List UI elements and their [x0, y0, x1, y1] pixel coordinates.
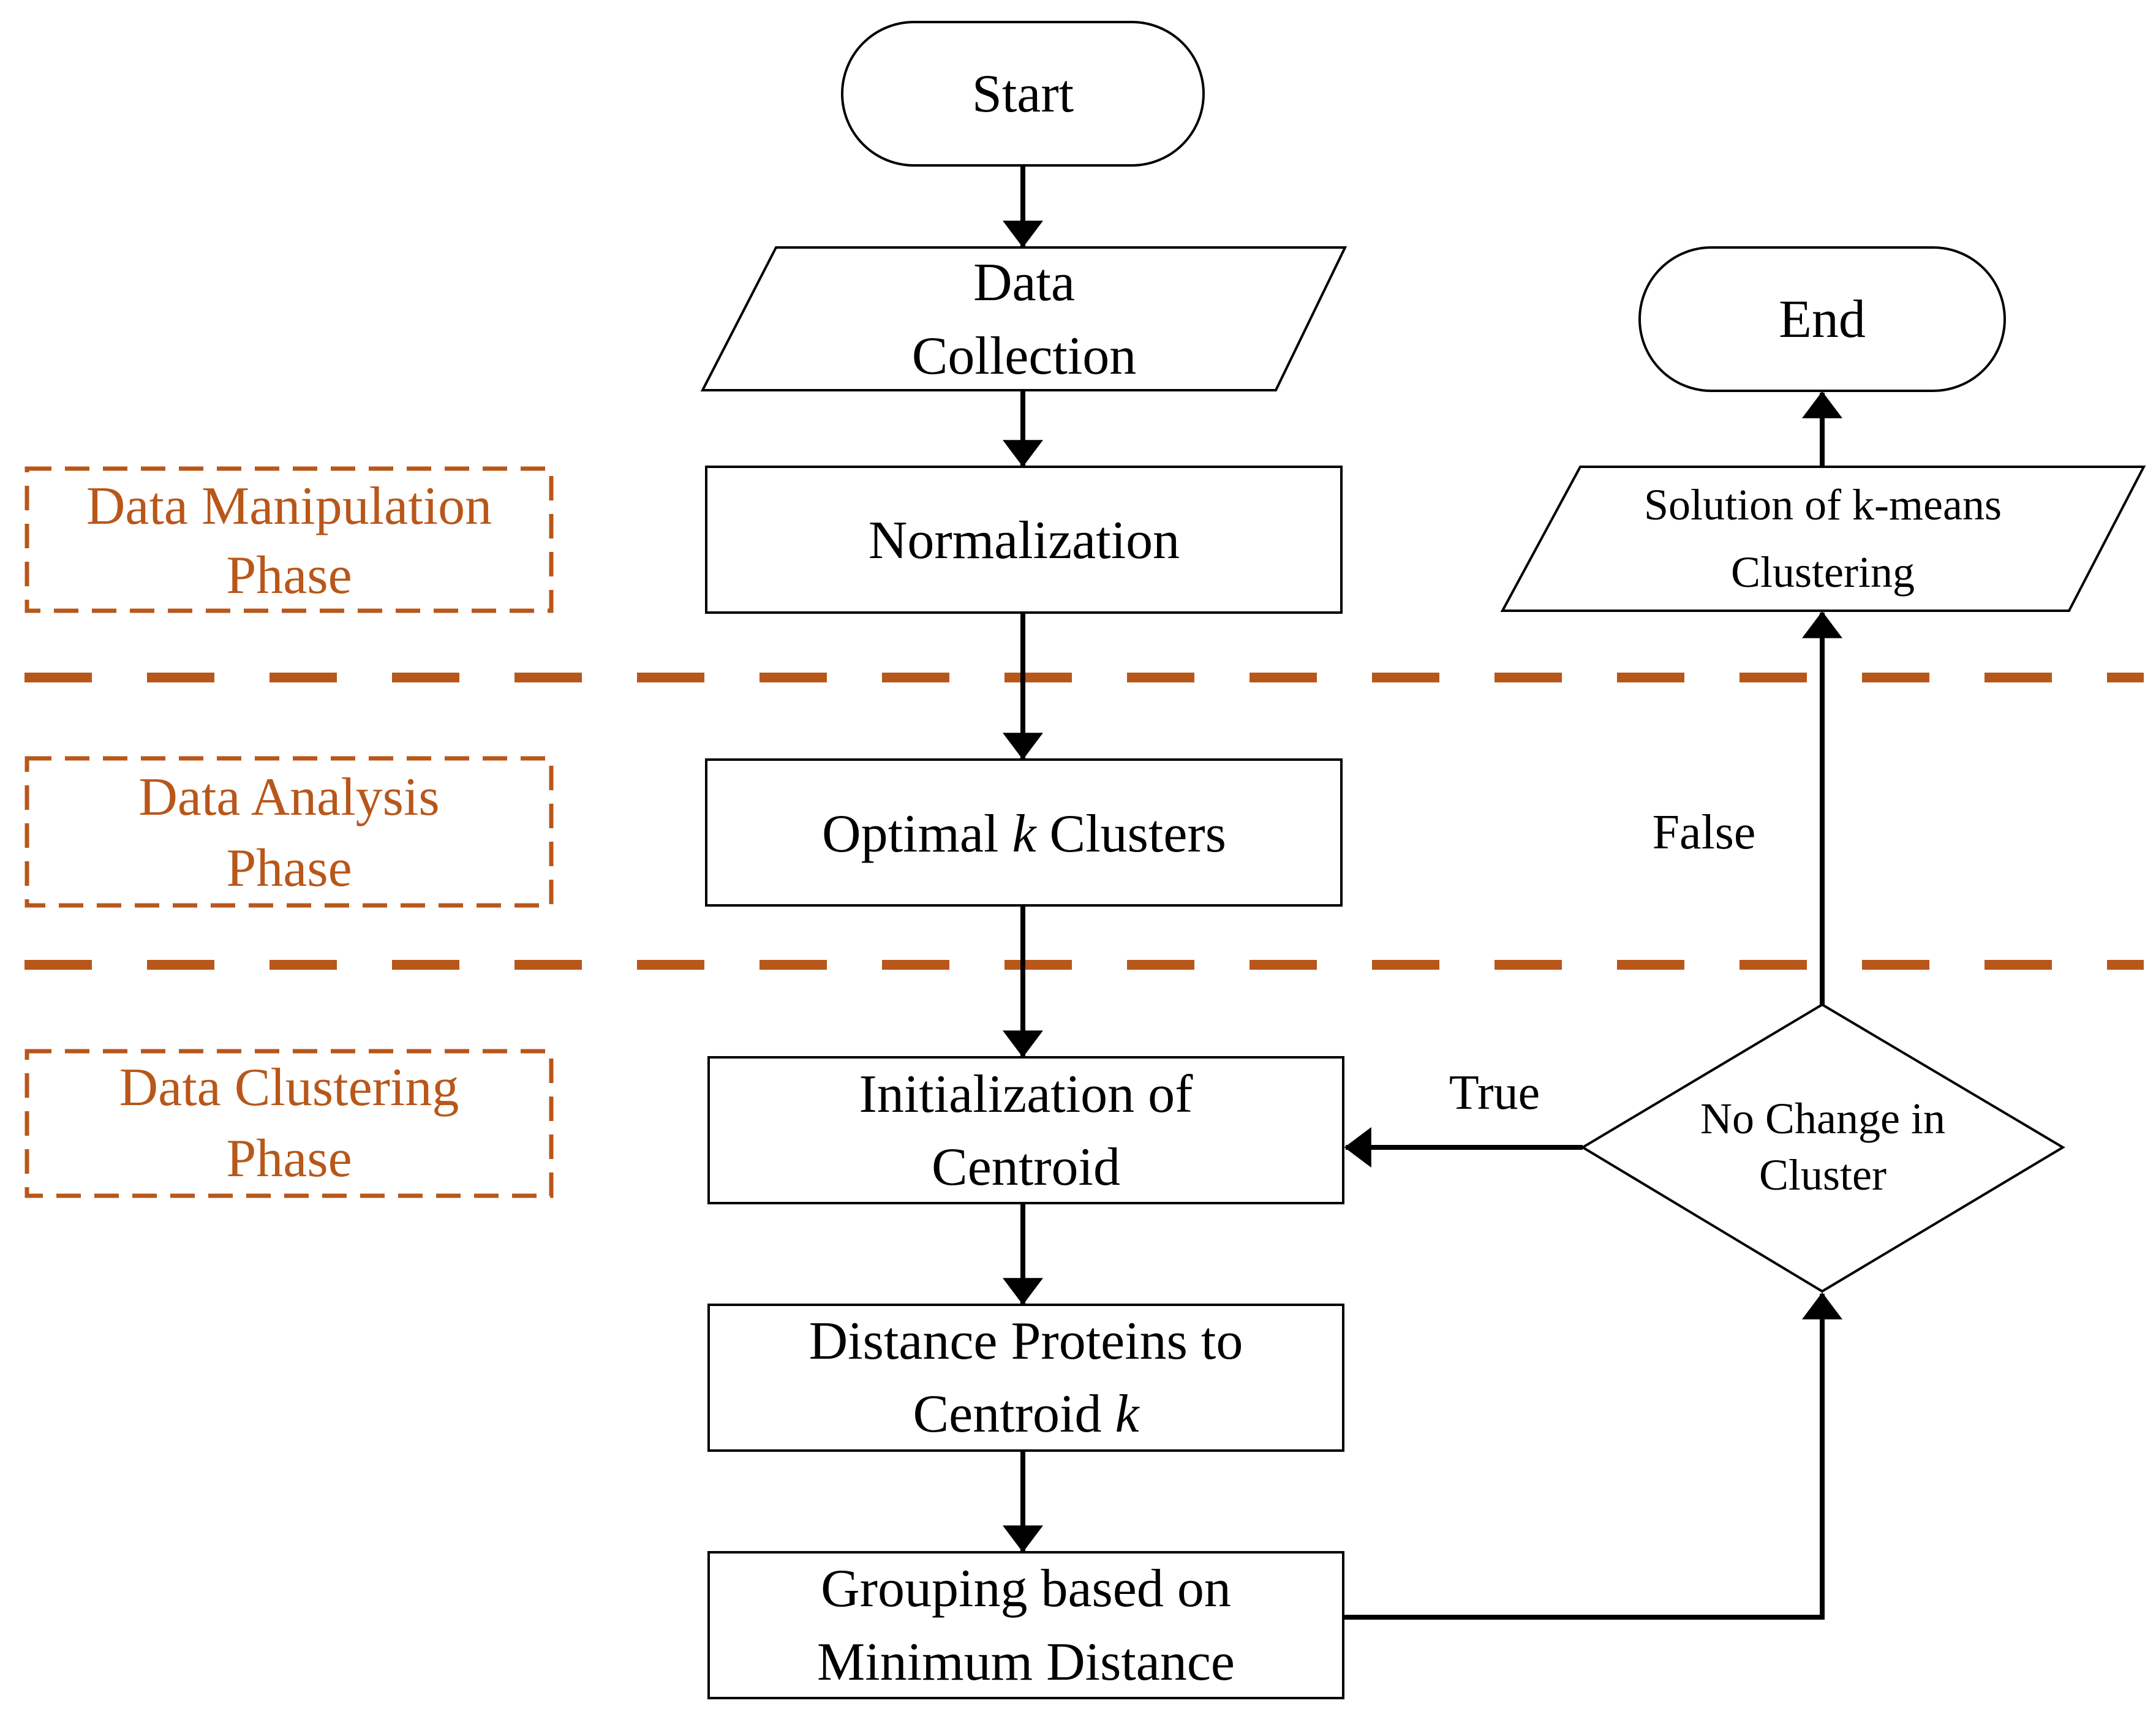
- initialization-line1: Initialization of: [859, 1065, 1194, 1124]
- end-label: End: [1779, 290, 1866, 349]
- start-label: Start: [972, 64, 1074, 124]
- data-collection-line1: Data: [973, 253, 1075, 312]
- decision-line1: No Change in: [1700, 1094, 1945, 1143]
- phase-label-analysis-line1: Data Analysis: [138, 768, 439, 827]
- edge-label-true: True: [1449, 1066, 1540, 1120]
- initialization-node: Initialization of Centroid: [707, 1056, 1344, 1204]
- phase-label-clustering-line1: Data Clustering: [119, 1058, 459, 1117]
- data-collection-node: Data Collection: [700, 246, 1348, 391]
- normalization-node: Normalization: [705, 466, 1343, 614]
- solution-node: Solution of k-means Clustering: [1500, 466, 2146, 612]
- initialization-line2: Centroid: [932, 1138, 1120, 1197]
- decision-node: No Change in Cluster: [1580, 1003, 2065, 1293]
- phase-label-manipulation-line1: Data Manipulation: [86, 477, 492, 536]
- edge-label-false: False: [1653, 806, 1756, 859]
- solution-line1: Solution of k-means: [1644, 480, 2002, 529]
- decision-line2: Cluster: [1759, 1150, 1887, 1199]
- optimal-k-node: Optimal k Clusters: [705, 758, 1343, 907]
- grouping-node: Grouping based on Minimum Distance: [707, 1551, 1344, 1699]
- normalization-label: Normalization: [869, 511, 1180, 570]
- start-node: Start: [841, 21, 1205, 167]
- solution-line2: Clustering: [1731, 548, 1915, 597]
- phase-label-manipulation-line2: Phase: [226, 546, 352, 605]
- grouping-line1: Grouping based on: [821, 1559, 1231, 1618]
- grouping-line2: Minimum Distance: [817, 1633, 1235, 1692]
- phase-box-manipulation: Data Manipulation Phase: [24, 466, 554, 613]
- phase-label-analysis-line2: Phase: [226, 839, 352, 898]
- distance-node: Distance Proteins to Centroid k: [707, 1304, 1344, 1452]
- end-node: End: [1638, 246, 2006, 392]
- distance-line1: Distance Proteins to: [809, 1312, 1243, 1371]
- arrow-grouping-to-decision: [1343, 1292, 1842, 1620]
- phase-label-clustering-line2: Phase: [226, 1129, 352, 1188]
- optimal-k-label: Optimal k Clusters: [822, 804, 1226, 864]
- phase-box-clustering: Data Clustering Phase: [24, 1049, 554, 1198]
- phase-box-analysis: Data Analysis Phase: [24, 756, 554, 908]
- distance-line2: Centroid k: [913, 1384, 1140, 1444]
- data-collection-line2: Collection: [912, 327, 1137, 386]
